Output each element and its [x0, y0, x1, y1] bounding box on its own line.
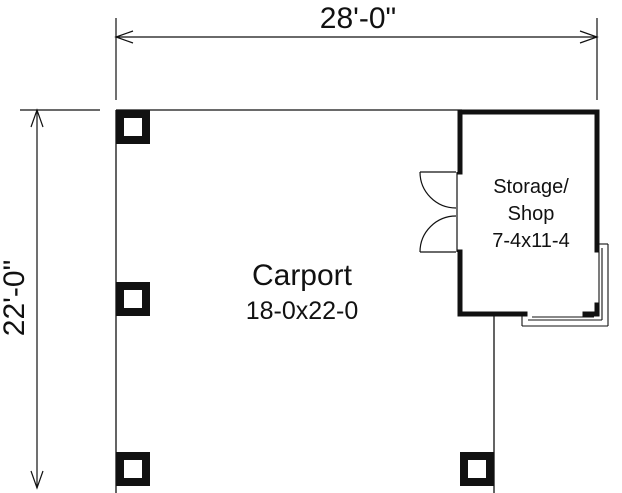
- door-swing-bottom: [419, 215, 457, 253]
- depth-arrow-top: [30, 108, 44, 128]
- post-mid-left: [116, 282, 150, 316]
- storage-walls: [457, 109, 600, 317]
- depth-dimension: [20, 108, 100, 490]
- post-bottom-right: [460, 452, 494, 486]
- depth-label-mask: [2, 245, 32, 353]
- depth-dimension-label: 22'-0": [0, 260, 31, 336]
- depth-arrow-bottom: [30, 470, 44, 490]
- posts: [116, 110, 494, 486]
- storage-double-door: [419, 171, 458, 253]
- width-label-mask: [300, 4, 416, 34]
- carport-size: 18-0x22-0: [246, 297, 359, 325]
- width-arrow-right: [579, 30, 599, 44]
- storage-size: 7-4x11-4: [492, 230, 569, 252]
- corner-window: [521, 243, 609, 327]
- post-top-left: [116, 110, 150, 144]
- storage-name-line2: Shop: [508, 203, 555, 225]
- carport-name: Carport: [252, 259, 353, 292]
- post-bottom-left: [116, 452, 150, 486]
- width-dimension: [114, 18, 599, 100]
- door-swing-top: [419, 171, 457, 209]
- storage-name-line1: Storage/: [493, 176, 569, 198]
- width-arrow-left: [114, 30, 134, 44]
- width-dimension-label: 28'-0": [320, 2, 396, 35]
